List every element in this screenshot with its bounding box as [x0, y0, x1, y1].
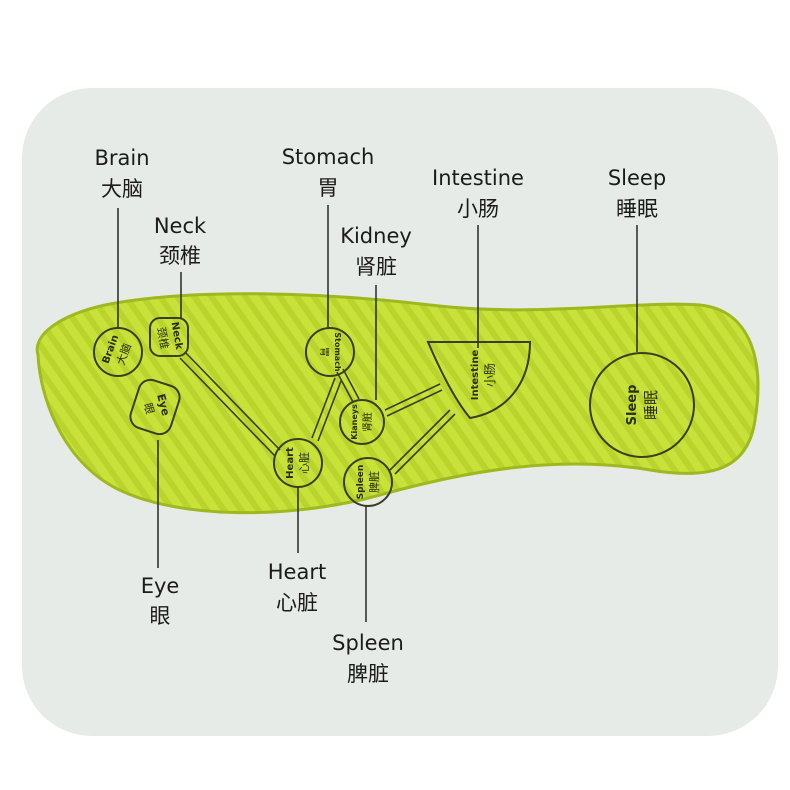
eye-inner-zh: 眼 [141, 402, 156, 416]
sleep-inner-en: Sleep [625, 385, 640, 426]
neck-inner-en: Neck [169, 321, 185, 351]
connector-stomach-kidney-2 [342, 368, 360, 400]
zone-eye [129, 378, 181, 436]
brain-label-zh: 大脑 [101, 177, 143, 201]
zone-stomach [305, 327, 355, 377]
eye-label-en: Eye [141, 574, 180, 598]
stomach-inner-en: Stomach [333, 332, 342, 372]
neck-label-zh: 颈椎 [159, 244, 201, 268]
intestine-inner-zh: 小肠 [483, 363, 497, 387]
kidney-inner-en: Kianeys [350, 404, 359, 440]
heart-label-en: Heart [268, 560, 326, 584]
kidney-inner-zh: 肾脏 [361, 412, 374, 432]
zone-neck [149, 317, 189, 357]
stomach-label-en: Stomach [282, 145, 375, 169]
stomach-label-zh: 胃 [318, 176, 339, 200]
spleen-label-zh: 脾脏 [347, 662, 389, 686]
kidney-label-zh: 肾脏 [355, 255, 397, 279]
zone-connectors [179, 351, 456, 475]
connector-kidney-intestine-2 [386, 389, 443, 417]
connector-kidney-intestine [384, 383, 441, 411]
connector-spleen-intestine-2 [394, 413, 456, 475]
spleen-inner-en: Spleen [356, 465, 366, 500]
callout-labels: Brain 大脑 Neck 颈椎 Eye 眼 Stomach 胃 Kidney … [94, 145, 666, 686]
connector-neck-heart [184, 351, 281, 451]
connector-stomach-kidney [336, 371, 354, 403]
intestine-label-en: Intestine [432, 166, 524, 190]
zone-shapes [93, 317, 695, 507]
zone-inner-labels: Brain 大脑 Neck 颈椎 Eye 眼 Stomach 胃 Kianeys… [101, 321, 660, 499]
spleen-label-en: Spleen [332, 631, 404, 655]
zone-kidney [339, 399, 385, 445]
connector-heart-stomach-2 [317, 380, 342, 442]
heart-label-zh: 心脏 [276, 591, 318, 615]
eye-label-zh: 眼 [150, 604, 171, 628]
neck-label-en: Neck [154, 214, 207, 238]
sleep-label-en: Sleep [608, 166, 666, 190]
eye-inner-en: Eye [154, 392, 172, 417]
brain-label-en: Brain [94, 146, 149, 170]
sleep-label-zh: 睡眠 [616, 197, 658, 221]
spleen-inner-zh: 脾脏 [367, 471, 381, 493]
stomach-inner-zh: 胃 [318, 347, 330, 357]
heart-inner-zh: 心脏 [298, 452, 311, 474]
zone-sleep [589, 352, 695, 458]
kidney-label-en: Kidney [340, 224, 412, 248]
connector-neck-heart-2 [179, 357, 276, 457]
insole-outline [35, 292, 760, 515]
sleep-inner-zh: 睡眠 [642, 390, 660, 420]
intestine-inner-en: Intestine [470, 350, 481, 401]
neck-inner-zh: 颈椎 [154, 326, 172, 350]
leader-lines [117, 205, 638, 622]
zone-spleen [343, 457, 393, 507]
connector-spleen-intestine [389, 409, 451, 471]
intestine-label-zh: 小肠 [457, 197, 499, 221]
heart-inner-en: Heart [285, 447, 296, 479]
connector-heart-stomach [311, 377, 336, 439]
zone-intestine [426, 341, 532, 420]
